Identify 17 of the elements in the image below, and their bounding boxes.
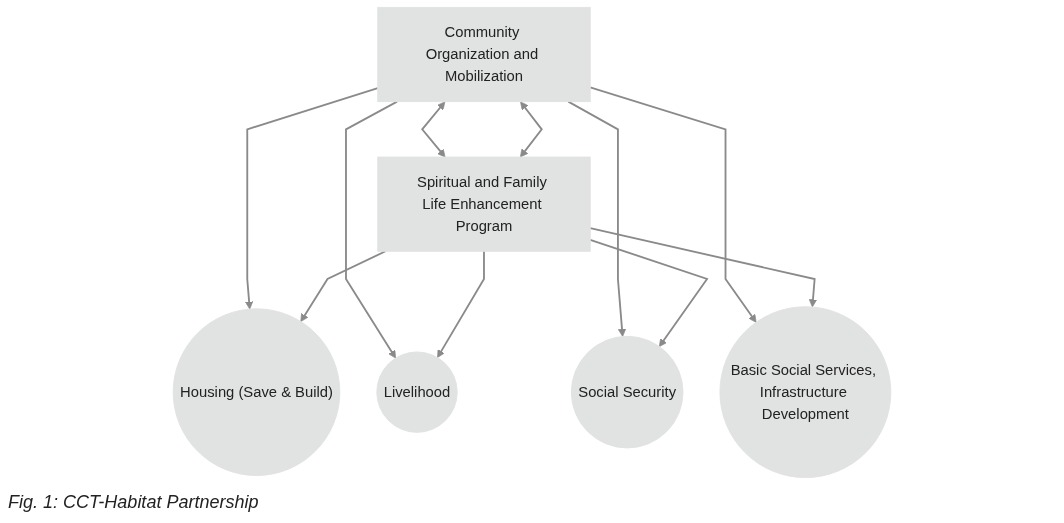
arrow [589, 227, 817, 308]
node-box: Community Organization and Mobilization [377, 6, 591, 103]
node-box: Spiritual and Family Life Enhancement Program [377, 156, 591, 252]
node-circle: Livelihood [376, 351, 458, 433]
arrow [589, 86, 757, 323]
arrow [245, 87, 379, 310]
node-circle: Basic Social Services, Infrastructure Development [719, 306, 892, 479]
arrow [567, 100, 627, 337]
arrow [345, 100, 399, 359]
arrow [589, 238, 709, 347]
node-circle: Housing (Save & Build) [172, 308, 341, 476]
arrow [437, 250, 485, 358]
arrow [300, 250, 387, 322]
node-circle: Social Security [570, 335, 684, 449]
arrow [519, 101, 543, 158]
arrow [421, 101, 446, 158]
figure-caption: Fig. 1: CCT-Habitat Partnership [8, 492, 259, 513]
